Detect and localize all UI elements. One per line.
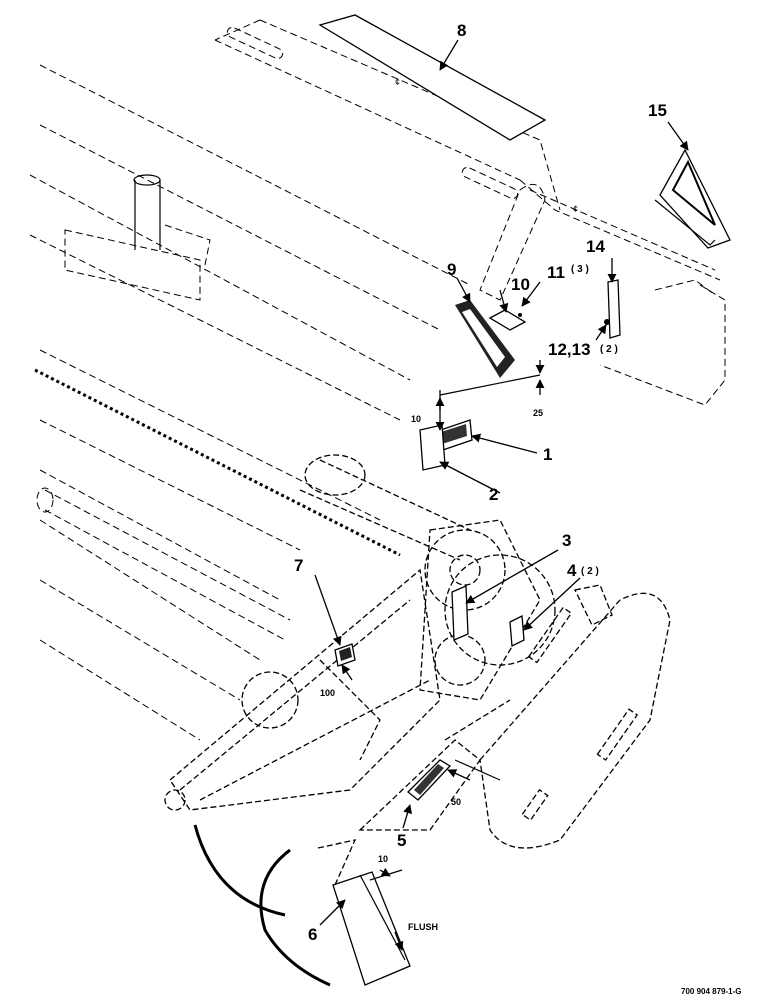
callout-14: 14 — [586, 237, 605, 256]
callout-6: 6 — [308, 925, 317, 944]
machine-outline: ¢ ¢ — [29, 19, 726, 987]
fastener-12-13 — [604, 319, 610, 325]
dim-50: 50 — [451, 797, 461, 807]
dim-flush: FLUSH — [408, 922, 438, 932]
callout-5: 5 — [397, 831, 406, 850]
decal-1-print — [441, 424, 467, 444]
callout-7: 7 — [294, 556, 303, 575]
callout-4-qty: ( 2 ) — [581, 566, 599, 577]
decal-4 — [509, 614, 525, 648]
bracket-14 — [607, 279, 621, 339]
smv-emblem-15 — [654, 148, 731, 249]
reflector-9 — [455, 300, 515, 378]
callout-8: 8 — [457, 21, 466, 40]
callout-11-qty: ( 3 ) — [571, 264, 589, 275]
fastener-11 — [518, 313, 522, 317]
callout-10: 10 — [511, 275, 530, 294]
dim-100: 100 — [320, 688, 335, 698]
svg-text:¢: ¢ — [395, 77, 400, 87]
callout-15: 15 — [648, 101, 667, 120]
decal-5-print — [414, 764, 444, 795]
svg-text:¢: ¢ — [573, 204, 578, 214]
callout-2: 2 — [489, 485, 498, 504]
callout-12-13: 12,13 — [548, 340, 591, 359]
dim-10-lower: 10 — [378, 854, 388, 864]
callout-12-13-qty: ( 2 ) — [600, 344, 618, 355]
plate-10 — [488, 309, 527, 331]
decal-8 — [318, 14, 547, 141]
callout-3: 3 — [562, 531, 571, 550]
decal-7-print — [339, 647, 352, 661]
callout-9: 9 — [447, 260, 456, 279]
figure-id: 700 904 879-1-G — [681, 987, 742, 996]
decal-3 — [451, 585, 469, 641]
callout-1: 1 — [543, 445, 552, 464]
dim-10-upper: 10 — [411, 414, 421, 424]
callout-4: 4 — [567, 561, 577, 580]
dimension-lines — [341, 360, 545, 881]
leader-arrows — [314, 39, 689, 951]
dim-25: 25 — [533, 408, 543, 418]
callout-11: 11 — [547, 263, 565, 282]
